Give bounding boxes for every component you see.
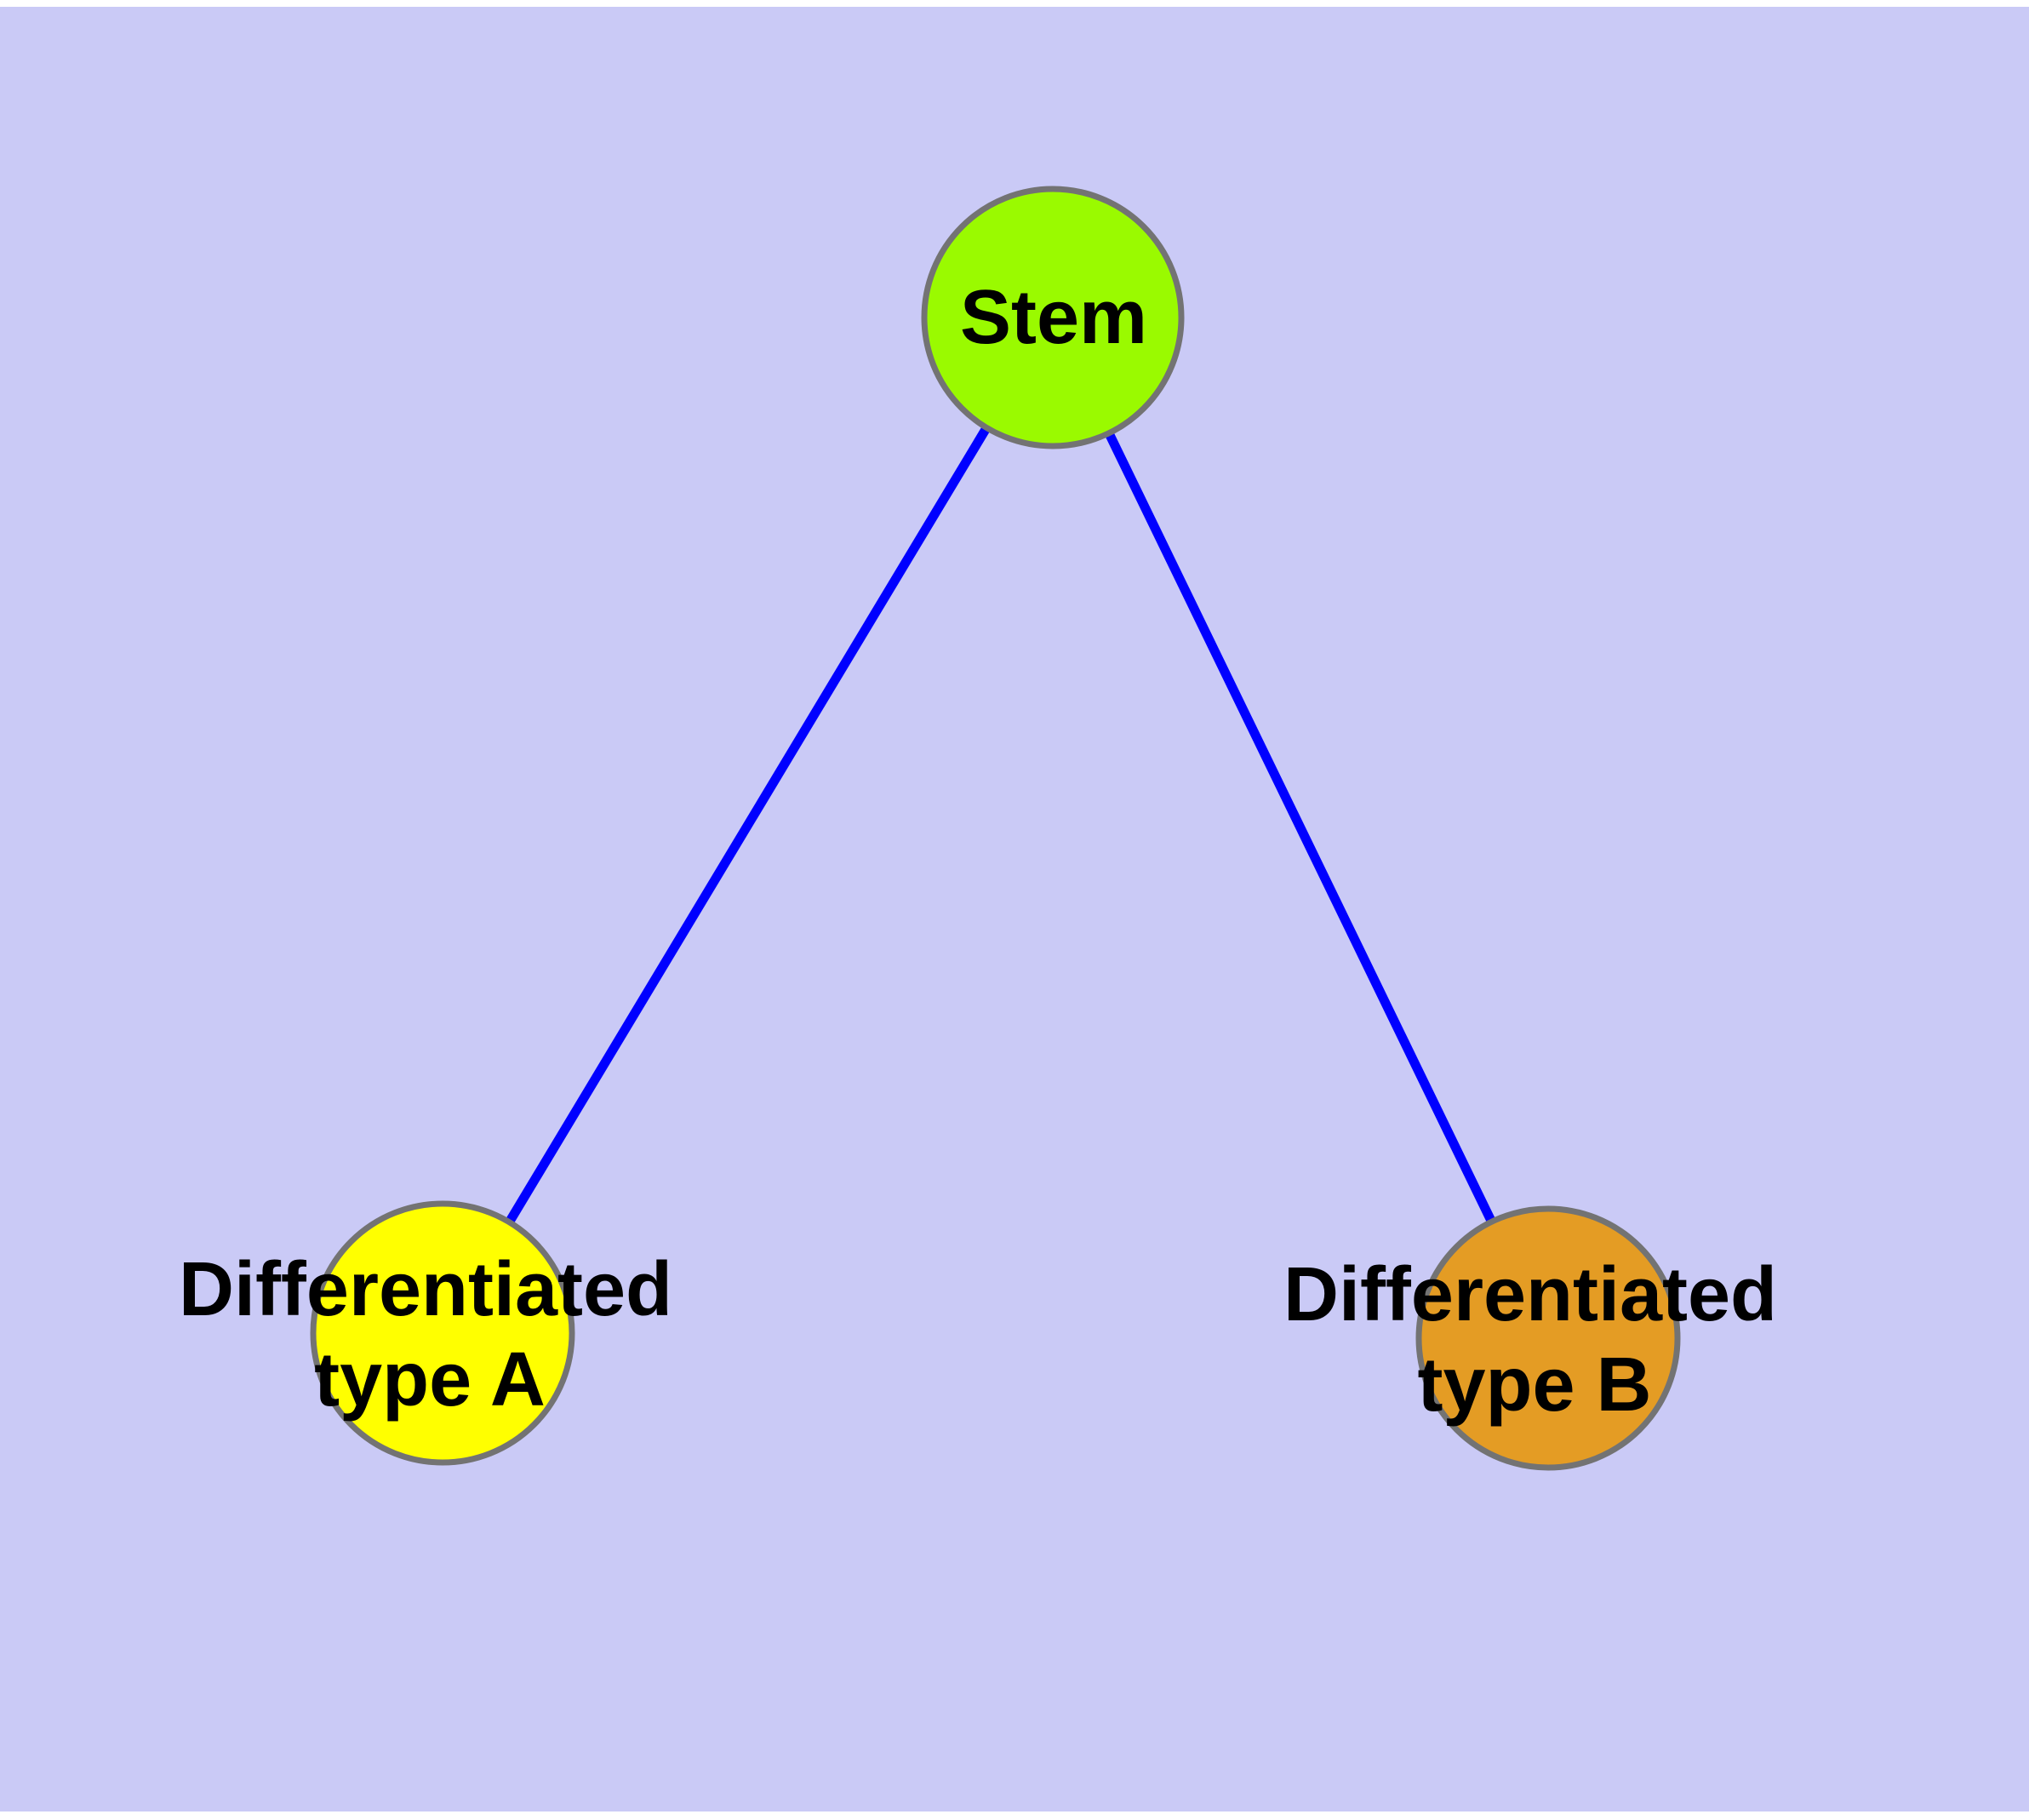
type-a-node-label-line2: type A xyxy=(314,1337,546,1422)
type-a-node xyxy=(310,1200,575,1466)
type-b-node-label-line2: type B xyxy=(1417,1342,1651,1428)
edge-stem-to-type-a xyxy=(438,315,1057,1336)
edge-stem-to-type-b xyxy=(1049,315,1552,1341)
type-b-node xyxy=(1415,1205,1681,1471)
stem-node xyxy=(921,186,1185,449)
type-a-node-label-line1: Differentiated xyxy=(179,1247,672,1332)
type-b-node-label-line1: Differentiated xyxy=(1283,1252,1777,1337)
stem-node-label: Stem xyxy=(960,275,1147,360)
